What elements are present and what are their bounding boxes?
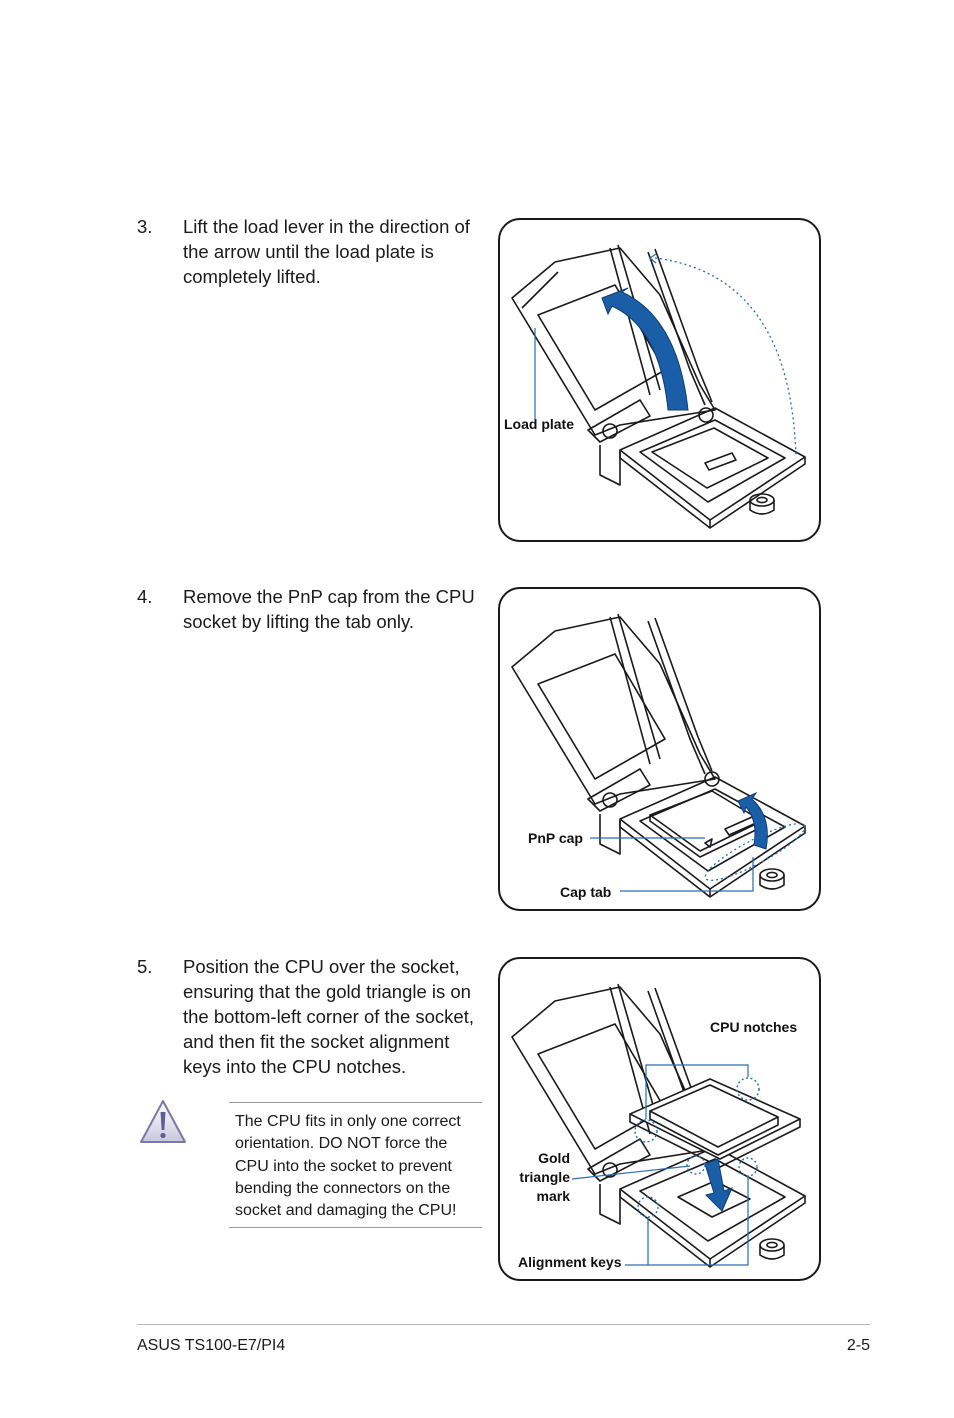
callout-gold-line3: mark (536, 1188, 570, 1204)
warning-triangle-icon (138, 1098, 188, 1151)
figure-load-plate: Load plate (498, 218, 821, 542)
step-number: 5. (137, 956, 153, 977)
caution-text: The CPU fits in only one correct orienta… (235, 1113, 461, 1220)
callout-alignment-keys: Alignment keys (518, 1254, 622, 1270)
caution-note: The CPU fits in only one correct orienta… (229, 1102, 482, 1228)
callout-pnp-cap: PnP cap (528, 830, 583, 846)
callout-gold-triangle: Gold triangle mark (518, 1149, 570, 1206)
figure-cpu-placement: CPU notches Gold triangle mark Alignment… (498, 957, 821, 1281)
footer-product: ASUS TS100-E7/PI4 (137, 1337, 286, 1354)
socket-illustration-1 (511, 244, 806, 529)
lift-arrow-icon (601, 287, 689, 411)
callout-gold-line1: Gold (538, 1150, 570, 1166)
step-text: Remove the PnP cap from the CPU socket b… (183, 586, 475, 632)
callout-cap-tab: Cap tab (560, 884, 612, 900)
step-number: 4. (137, 586, 153, 607)
step-number: 3. (137, 216, 153, 237)
figure-pnp-cap: PnP cap Cap tab (498, 587, 821, 911)
step-text: Lift the load lever in the direction of … (183, 216, 470, 287)
footer-divider (137, 1324, 870, 1325)
lift-tab-arrow-icon (737, 791, 768, 850)
callout-gold-line2: triangle (519, 1169, 570, 1185)
step-text: Position the CPU over the socket, ensuri… (183, 956, 475, 1077)
page-number: 2-5 (846, 1337, 870, 1354)
socket-illustration-2 (511, 613, 806, 898)
callout-load-plate: Load plate (504, 416, 575, 432)
place-down-arrow-icon (704, 1158, 733, 1212)
socket-illustration-3 (511, 983, 806, 1268)
callout-cpu-notches: CPU notches (710, 1019, 798, 1035)
